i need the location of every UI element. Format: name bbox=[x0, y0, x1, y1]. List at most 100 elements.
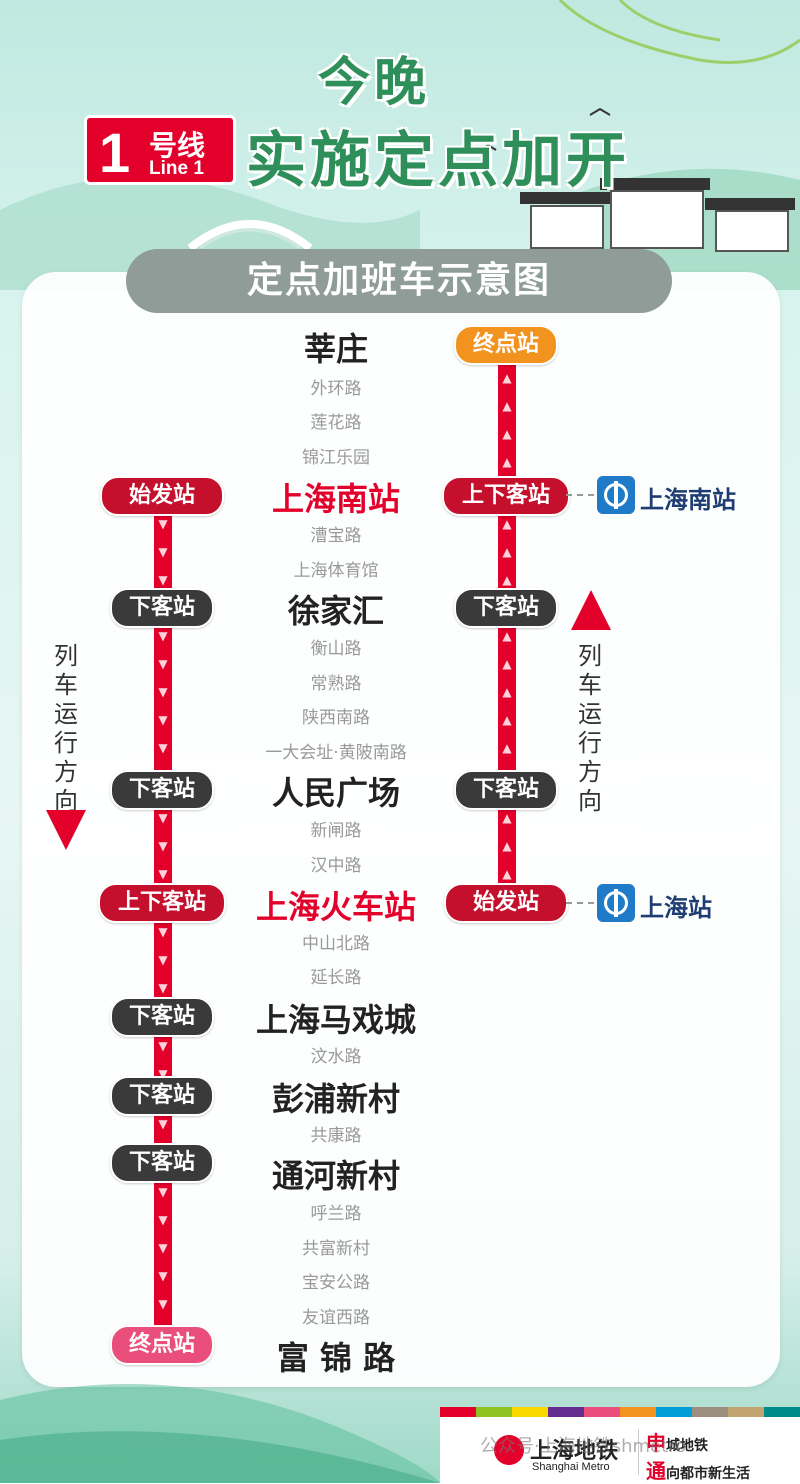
station-fujin: 富 锦 路 bbox=[276, 1339, 396, 1377]
right-alight-pill-xujiahui: 下客站 bbox=[454, 588, 558, 628]
arrow-down-icon bbox=[46, 810, 86, 850]
line-color-strip bbox=[440, 1407, 800, 1417]
track-chevron: ▼ bbox=[158, 1297, 168, 1311]
left-alight-pill-xujiahui: 下客站 bbox=[110, 588, 214, 628]
rail-link-main: 上海站 bbox=[640, 894, 712, 922]
track-chevron: ▼ bbox=[158, 1117, 168, 1131]
footer-brand-en: Shanghai Metro bbox=[532, 1461, 610, 1473]
dash-south bbox=[566, 494, 594, 496]
track-chevron: ▲ bbox=[502, 545, 512, 559]
diagram-header: 定点加班车示意图 bbox=[126, 249, 672, 313]
station-hengshan: 衡山路 bbox=[310, 639, 362, 659]
metro-logo-icon bbox=[494, 1435, 524, 1465]
track-chevron: ▼ bbox=[158, 1039, 168, 1053]
station-jinjiang: 锦江乐园 bbox=[302, 448, 370, 468]
right-terminal-pill: 终点站 bbox=[454, 325, 558, 365]
station-zhongshan-n: 中山北路 bbox=[302, 934, 370, 954]
slogan-mark-1: 申 bbox=[646, 1431, 666, 1455]
slogan-rest-2: 向都市新生活 bbox=[666, 1466, 750, 1482]
track-chevron: ▼ bbox=[158, 839, 168, 853]
left-terminal-pill: 终点站 bbox=[110, 1325, 214, 1365]
dash-main bbox=[566, 902, 594, 904]
station-baoan: 宝安公路 bbox=[302, 1273, 370, 1293]
track-chevron: ▼ bbox=[158, 517, 168, 531]
footer-slogan-2: 通向都市新生活 bbox=[646, 1455, 750, 1484]
station-peoples-square: 人民广场 bbox=[271, 774, 400, 812]
slogan-mark-2: 通 bbox=[646, 1459, 666, 1483]
title-line1: 今晚 bbox=[318, 53, 431, 113]
station-caobao: 漕宝路 bbox=[310, 526, 362, 546]
track-chevron: ▼ bbox=[158, 629, 168, 643]
rail-link-south: 上海南站 bbox=[640, 486, 736, 514]
station-xinzhuang: 莘庄 bbox=[303, 330, 368, 368]
station-stadium: 上海体育馆 bbox=[293, 561, 379, 581]
track-chevron: ▼ bbox=[158, 685, 168, 699]
bottom-hills-decoration bbox=[0, 1384, 440, 1483]
station-hulan: 呼兰路 bbox=[310, 1204, 362, 1224]
station-waihuan: 外环路 bbox=[310, 379, 362, 399]
right-alight-pill-peoples-square: 下客站 bbox=[454, 770, 558, 810]
track-chevron: ▲ bbox=[502, 839, 512, 853]
track-chevron: ▼ bbox=[158, 811, 168, 825]
direction-label-right: 列车运行方向 bbox=[578, 642, 602, 815]
track-chevron: ▼ bbox=[158, 1213, 168, 1227]
track-chevron: ▲ bbox=[502, 741, 512, 755]
station-lianhua: 莲花路 bbox=[310, 413, 362, 433]
left-alight-pill-circus: 下客站 bbox=[110, 997, 214, 1037]
house-decoration bbox=[530, 205, 604, 249]
track-chevron: ▼ bbox=[158, 925, 168, 939]
track-chevron: ▲ bbox=[502, 629, 512, 643]
track-chevron: ▼ bbox=[158, 867, 168, 881]
track-chevron: ▼ bbox=[158, 1241, 168, 1255]
roof-decoration bbox=[520, 192, 610, 204]
diagram-card bbox=[22, 272, 780, 1387]
station-xinzha: 新闸路 bbox=[310, 821, 362, 841]
track-chevron: ▲ bbox=[502, 685, 512, 699]
left-start-pill: 始发站 bbox=[100, 476, 224, 516]
line-badge: 1 号线 Line 1 bbox=[84, 115, 236, 185]
track-chevron: ▼ bbox=[158, 1269, 168, 1283]
watermark: 公众号·上海地铁shmetro bbox=[480, 1436, 687, 1457]
station-wenshui: 汶水路 bbox=[310, 1047, 362, 1067]
right-board-alight-pill: 上下客站 bbox=[442, 476, 570, 516]
track-chevron: ▲ bbox=[502, 517, 512, 531]
track-chevron: ▲ bbox=[502, 371, 512, 385]
arrow-up-icon bbox=[571, 590, 611, 630]
roof-decoration bbox=[705, 198, 795, 210]
track-chevron: ▼ bbox=[158, 981, 168, 995]
station-gongfu: 共富新村 bbox=[302, 1239, 370, 1259]
station-changshu: 常熟路 bbox=[310, 674, 362, 694]
house-decoration bbox=[610, 190, 704, 249]
line-label-en: Line 1 bbox=[149, 158, 204, 179]
track-chevron: ▲ bbox=[502, 867, 512, 881]
railway-icon bbox=[597, 884, 635, 922]
line-number: 1 bbox=[99, 121, 131, 184]
house-decoration bbox=[715, 210, 789, 252]
track-chevron: ▼ bbox=[158, 1185, 168, 1199]
left-alight-pill-tonghe: 下客站 bbox=[110, 1143, 214, 1183]
station-pengpu: 彭浦新村 bbox=[271, 1080, 400, 1118]
footer: 上海地铁 Shanghai Metro 申城地铁 通向都市新生活 bbox=[440, 1417, 800, 1483]
footer-divider bbox=[638, 1429, 639, 1475]
station-gongkang: 共康路 bbox=[310, 1126, 362, 1146]
station-shanghai-railway: 上海火车站 bbox=[255, 888, 416, 926]
station-shanghai-south: 上海南站 bbox=[271, 480, 400, 518]
station-xujiahui: 徐家汇 bbox=[287, 592, 384, 630]
track-chevron: ▼ bbox=[158, 573, 168, 587]
track-chevron: ▼ bbox=[158, 713, 168, 727]
slogan-rest-1: 城地铁 bbox=[666, 1438, 708, 1454]
left-board-alight-pill: 上下客站 bbox=[98, 883, 226, 923]
track-chevron: ▼ bbox=[158, 657, 168, 671]
track-chevron: ▲ bbox=[502, 427, 512, 441]
left-track bbox=[151, 510, 175, 1340]
station-youyi-w: 友谊西路 bbox=[302, 1308, 370, 1328]
footer-slogan-1: 申城地铁 bbox=[646, 1427, 708, 1456]
track-chevron: ▼ bbox=[158, 953, 168, 967]
station-shaanxi: 陕西南路 bbox=[302, 708, 370, 728]
track-chevron: ▲ bbox=[502, 811, 512, 825]
right-start-pill: 始发站 bbox=[444, 883, 568, 923]
track-chevron: ▼ bbox=[158, 1067, 168, 1081]
track-chevron: ▲ bbox=[502, 573, 512, 587]
footer-brand: 上海地铁 bbox=[530, 1439, 619, 1464]
station-circus: 上海马戏城 bbox=[255, 1001, 416, 1039]
